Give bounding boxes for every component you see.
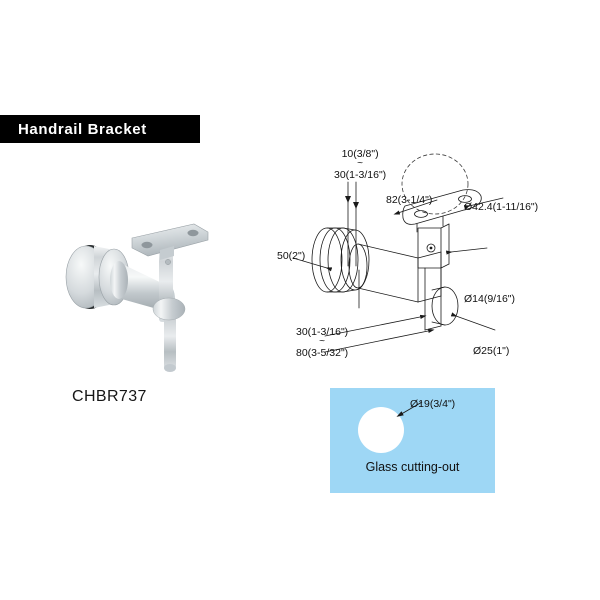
leader-424 bbox=[463, 197, 504, 210]
dim-arrow-top-b bbox=[353, 202, 359, 209]
arm-bottom-face bbox=[417, 295, 442, 303]
leader-bottom-b bbox=[324, 314, 427, 337]
dim-label-projection-50: 50(2") bbox=[277, 250, 306, 262]
drawing-grub-screw-dot bbox=[429, 246, 433, 250]
knuckle-bottom bbox=[431, 321, 446, 326]
product-photo bbox=[56, 214, 216, 376]
dim-bottom-max: 80(3-5/32") bbox=[296, 346, 349, 359]
drawing-saddle-plate bbox=[402, 189, 482, 225]
drawing-post-block bbox=[417, 227, 442, 269]
lower-post bbox=[164, 310, 176, 368]
leader-82 bbox=[393, 199, 438, 215]
dim-label-post-diameter-14: Ø14(9/16") bbox=[464, 293, 516, 305]
arm-top-face bbox=[417, 251, 442, 259]
arm-bottom-edge bbox=[357, 287, 419, 303]
arm-shoulder bbox=[110, 261, 128, 299]
drawing-saddle-hole-left bbox=[414, 210, 428, 218]
knuckle-top bbox=[431, 286, 446, 291]
post-block-edge2 bbox=[440, 263, 450, 269]
page-title-banner: Handrail Bracket bbox=[0, 115, 200, 143]
leader-50 bbox=[292, 257, 333, 272]
saddle-hole-left bbox=[141, 241, 153, 249]
leader-25 bbox=[450, 312, 496, 331]
dim-label-tube-diameter: Ø42.4(1-11/16") bbox=[464, 201, 539, 213]
technical-drawing bbox=[255, 140, 595, 380]
dim-label-top-range: 10(3/8") ~ 30(1-3/16") bbox=[334, 148, 386, 181]
lower-post-base bbox=[424, 325, 442, 331]
page-title: Handrail Bracket bbox=[18, 120, 147, 138]
product-model-number: CHBR737 bbox=[72, 388, 147, 405]
leader-14 bbox=[445, 247, 488, 255]
drawing-post-knuckle bbox=[431, 286, 459, 326]
drawing-disc-ring-3 bbox=[327, 227, 359, 293]
post-block-edge bbox=[440, 223, 450, 229]
phantom-tube-circle bbox=[401, 153, 469, 215]
drawing-disc-outer-rear bbox=[311, 227, 343, 293]
dim-top-max: 30(1-3/16") bbox=[334, 168, 387, 181]
grub-screw-icon bbox=[165, 259, 171, 265]
leader-bottom-c bbox=[324, 328, 435, 353]
drawing-grub-screw-icon bbox=[426, 243, 436, 253]
dim-bottom-min: 30(1-3/16") bbox=[296, 326, 349, 338]
glass-cutout-panel: Glass cutting-out bbox=[330, 388, 495, 493]
dim-top-separator: ~ bbox=[357, 158, 363, 170]
saddle-post-neck bbox=[160, 246, 174, 260]
dim-label-height-82: 82(3-1/4") bbox=[386, 194, 433, 206]
dim-arrow-top-a bbox=[345, 196, 351, 203]
knuckle-joint bbox=[152, 297, 186, 321]
glass-dim-leader bbox=[396, 401, 423, 417]
glass-cutout-caption: Glass cutting-out bbox=[365, 460, 460, 474]
disc-link-bot-2 bbox=[342, 289, 356, 293]
glass-hole-diameter-label: Ø19(3/4") bbox=[410, 398, 456, 410]
bracket-arm bbox=[118, 262, 168, 312]
dim-label-bottom-range: 30(1-3/16") ~ 80(3-5/32") bbox=[296, 326, 348, 359]
saddle-hole-right bbox=[187, 229, 199, 237]
drawing-saddle-hole-right bbox=[458, 195, 472, 203]
arm-top-edge bbox=[357, 243, 419, 259]
dim-top-min: 10(3/8") bbox=[341, 148, 379, 160]
lower-post-cap bbox=[164, 364, 176, 372]
disc-link-top-2 bbox=[342, 227, 356, 231]
dim-label-post-diameter-25: Ø25(1") bbox=[473, 345, 510, 357]
dim-bottom-separator: ~ bbox=[319, 336, 325, 348]
glass-cutout-hole bbox=[358, 407, 404, 453]
